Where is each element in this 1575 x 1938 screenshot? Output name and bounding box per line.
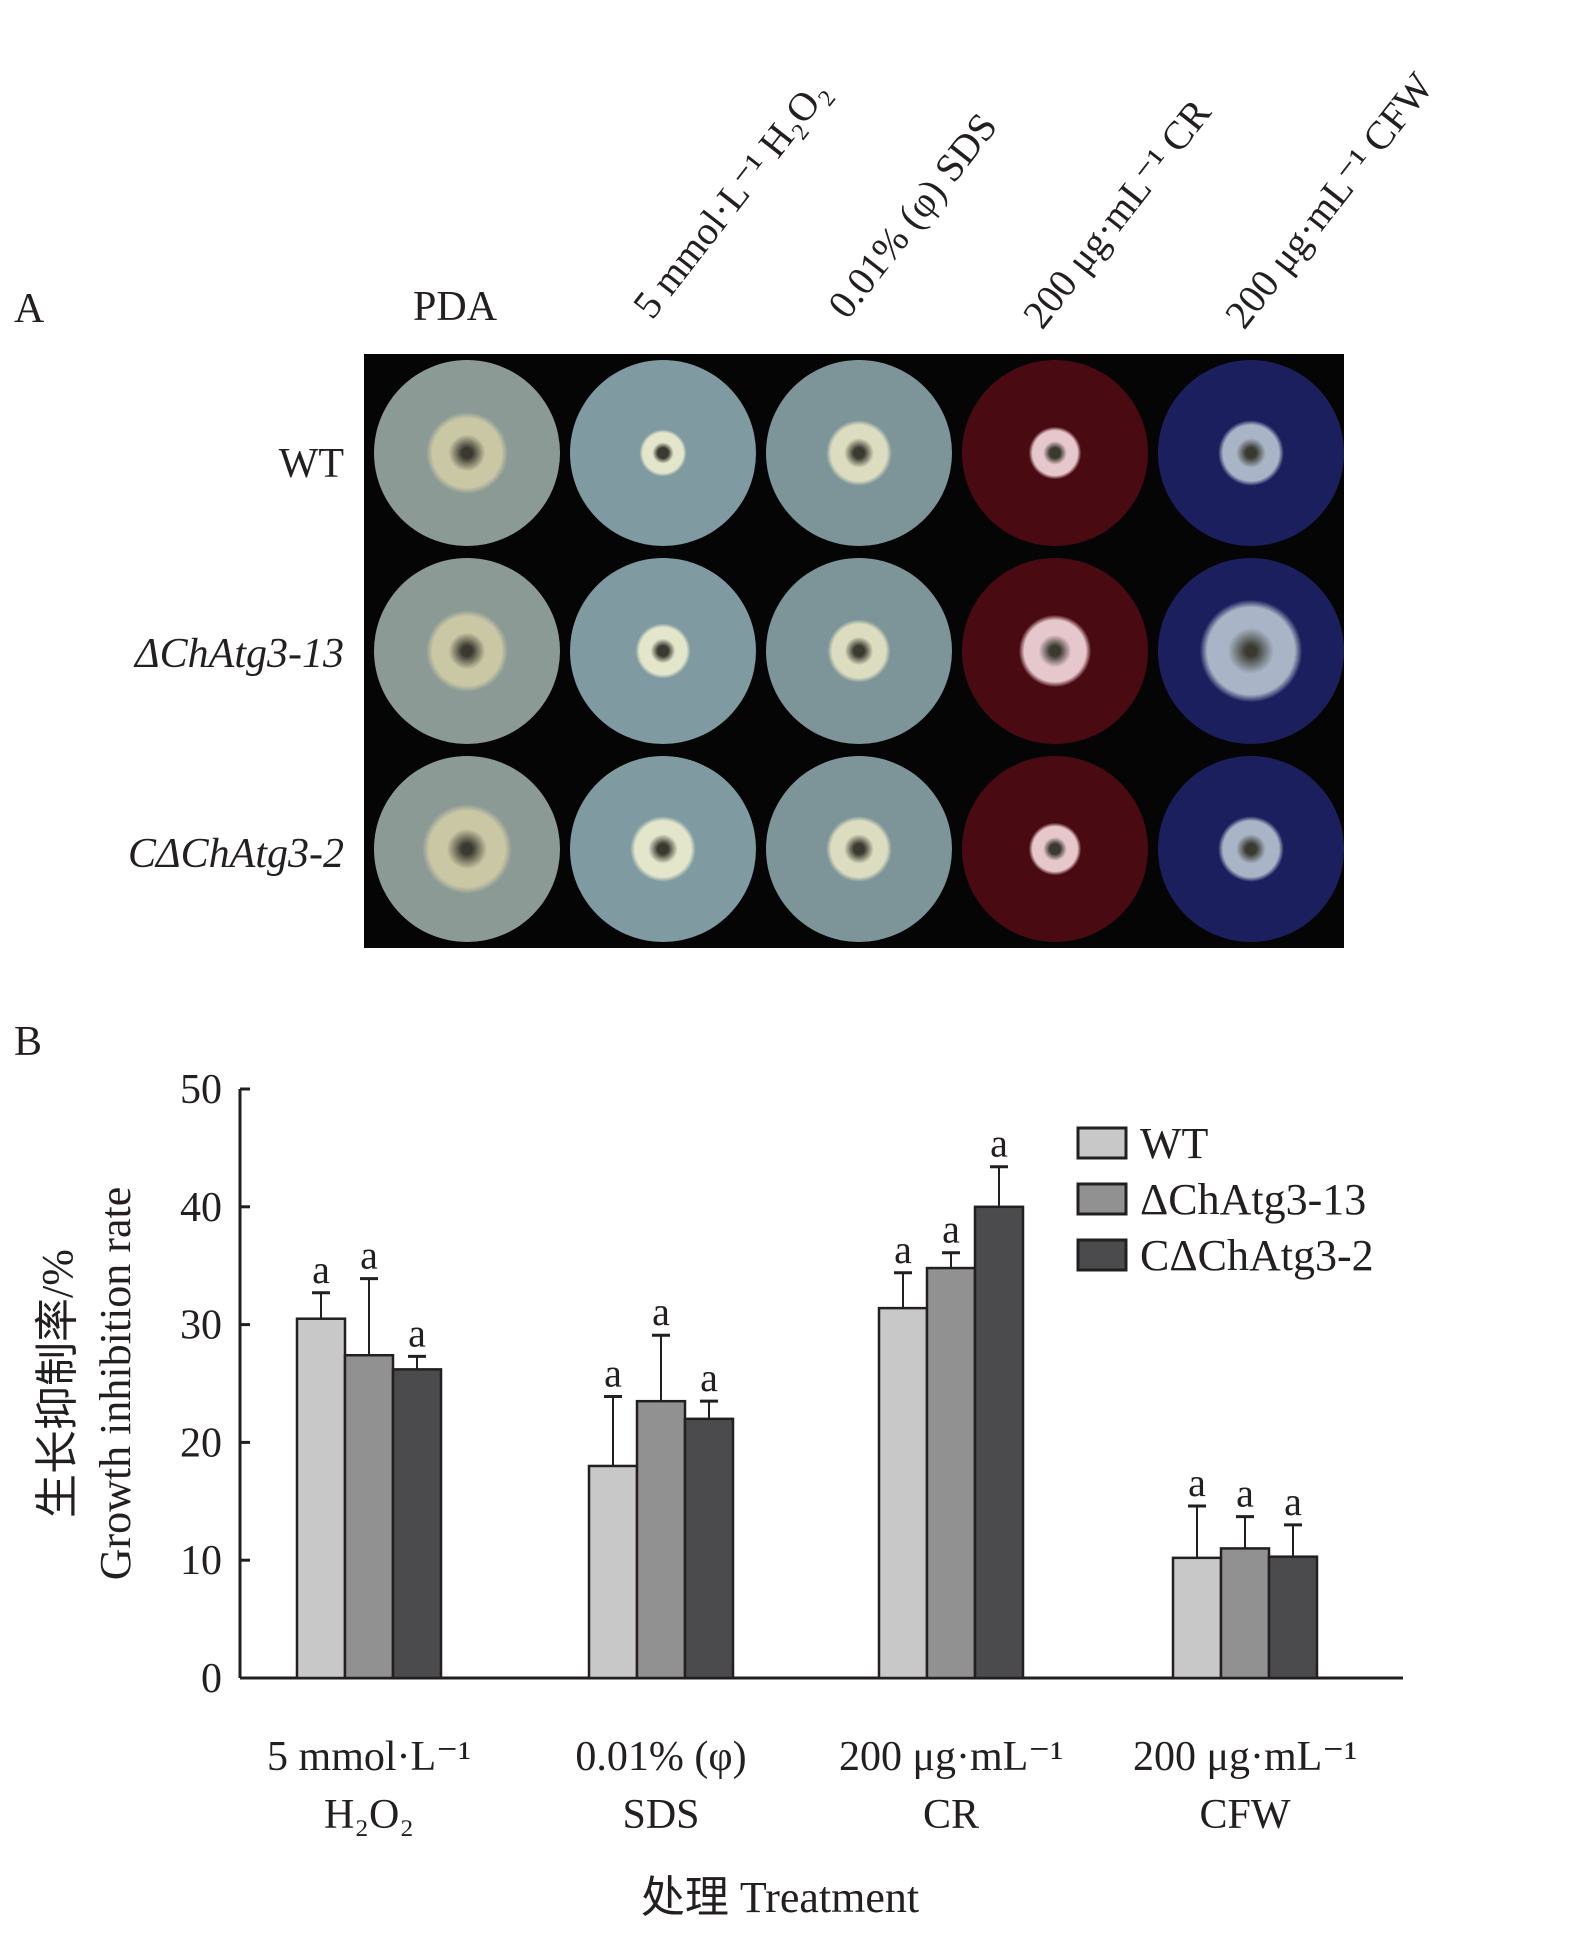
bar: [877, 1306, 929, 1680]
x-tick-label: 0.01% (φ): [575, 1734, 746, 1780]
petri-plate: [374, 360, 560, 546]
significance-letter: a: [1236, 1471, 1254, 1516]
petri-plate: [962, 756, 1148, 942]
petri-plate: [766, 558, 952, 744]
x-axis-label: 处理 Treatment: [641, 1873, 919, 1922]
y-axis-label: 生长抑制率/%: [33, 1249, 82, 1518]
y-tick-label: 0: [201, 1656, 222, 1702]
bar: [973, 1205, 1025, 1680]
petri-plate: [1158, 360, 1344, 546]
x-tick-label: 5 mmol·L⁻¹: [267, 1734, 471, 1780]
y-tick-label: 20: [180, 1420, 222, 1466]
plate-photo: [364, 354, 1344, 948]
x-tick-label: CFW: [1199, 1792, 1290, 1838]
petri-plate: [766, 756, 952, 942]
legend-swatch: [1076, 1238, 1128, 1272]
petri-plate: [374, 558, 560, 744]
significance-letter: a: [990, 1121, 1008, 1166]
significance-letter: a: [312, 1247, 330, 1292]
bar: [295, 1317, 347, 1680]
petri-plate: [766, 360, 952, 546]
significance-letter: a: [1284, 1479, 1302, 1524]
column-header-h2o2: 5 mmol·L⁻¹ H₂O₂: [623, 70, 838, 327]
significance-letter: a: [1188, 1460, 1206, 1505]
legend-swatch: [1076, 1182, 1128, 1216]
bar: [1219, 1547, 1271, 1680]
y-tick-label: 40: [180, 1185, 222, 1231]
y-tick-label: 30: [180, 1303, 222, 1349]
y-tick-label: 50: [180, 1067, 222, 1113]
petri-plate: [1158, 756, 1344, 942]
petri-plate: [570, 360, 756, 546]
bar: [925, 1266, 977, 1680]
row-label-mutant: ΔChAtg3-13: [135, 631, 344, 677]
x-tick-label: 200 μg·mL⁻¹: [839, 1734, 1063, 1780]
panel-b-label: B: [14, 1019, 43, 1065]
significance-letter: a: [360, 1233, 378, 1278]
column-header-cr: 200 μg·mL⁻¹ CR: [1013, 90, 1220, 337]
bar: [391, 1368, 443, 1680]
significance-letter: a: [700, 1355, 718, 1400]
x-tick-label: H₂O₂: [324, 1792, 414, 1838]
legend-label: CΔChAtg3-2: [1140, 1231, 1374, 1280]
y-tick-label: 10: [180, 1538, 222, 1584]
bar: [635, 1399, 687, 1680]
petri-plate: [962, 558, 1148, 744]
row-label-wt: WT: [278, 441, 344, 487]
bar: [587, 1464, 639, 1680]
significance-letter: a: [604, 1350, 622, 1395]
legend-label: WT: [1140, 1119, 1209, 1168]
bar: [1171, 1556, 1223, 1680]
column-header-pda: PDA: [413, 284, 498, 330]
bar: [1267, 1555, 1319, 1680]
x-tick-label: 200 μg·mL⁻¹: [1133, 1734, 1357, 1780]
petri-plate: [570, 756, 756, 942]
x-tick-label: CR: [923, 1792, 979, 1838]
legend-label: ΔChAtg3-13: [1140, 1175, 1366, 1224]
significance-letter: a: [894, 1227, 912, 1272]
petri-plate: [962, 360, 1148, 546]
bar: [683, 1417, 735, 1680]
x-tick-label: SDS: [622, 1792, 699, 1838]
legend-swatch: [1076, 1126, 1128, 1160]
panel-a-label: A: [14, 286, 45, 332]
row-label-complement: CΔChAtg3-2: [128, 831, 344, 877]
y-axis-label: Growth inhibition rate: [91, 1187, 140, 1581]
petri-plate: [1158, 558, 1344, 744]
petri-plate: [374, 756, 560, 942]
column-header-cfw: 200 μg·mL⁻¹ CFW: [1215, 64, 1443, 337]
bar: [343, 1353, 395, 1680]
significance-letter: a: [652, 1289, 670, 1334]
significance-letter: a: [942, 1207, 960, 1252]
significance-letter: a: [408, 1310, 426, 1355]
petri-plate: [570, 558, 756, 744]
column-header-sds: 0.01% (φ) SDS: [818, 104, 1006, 327]
